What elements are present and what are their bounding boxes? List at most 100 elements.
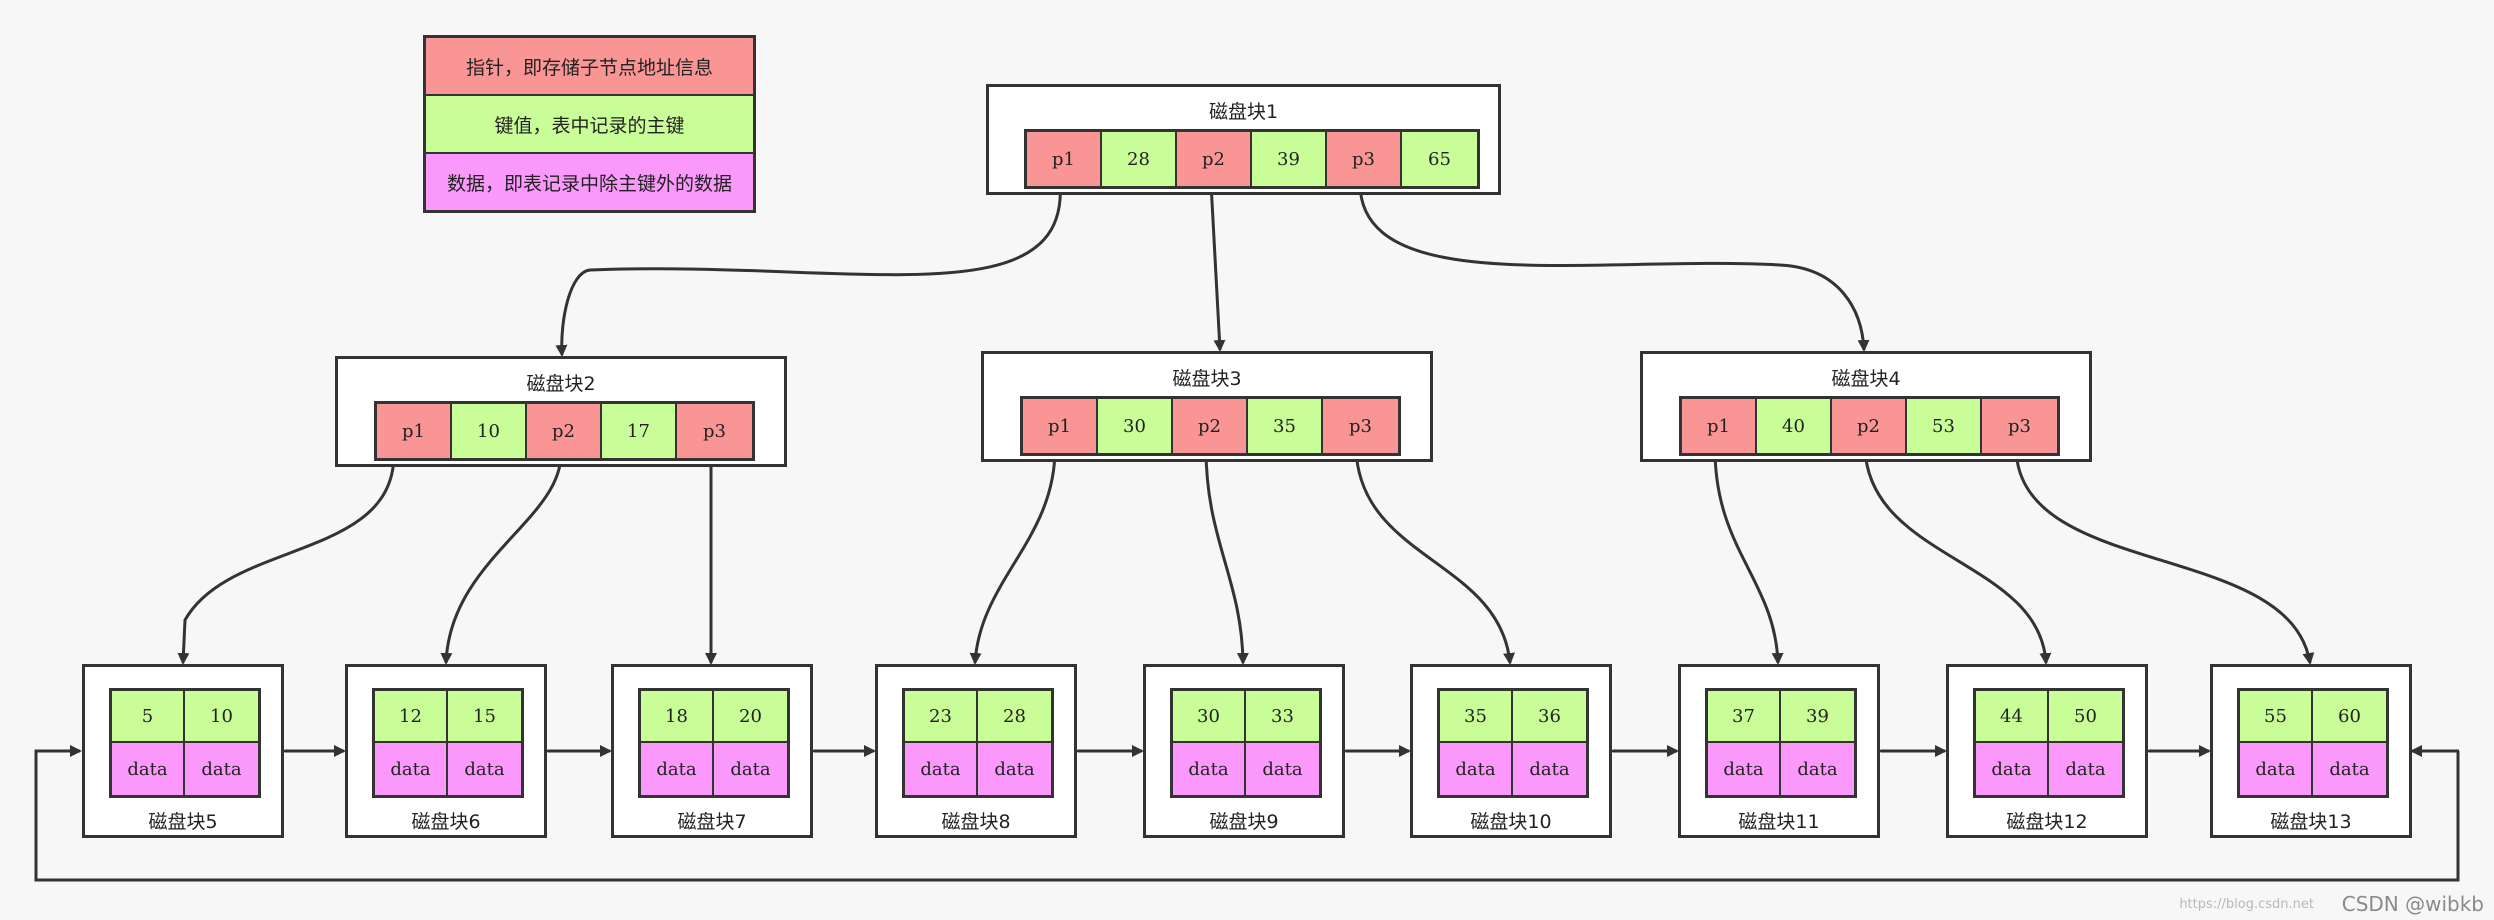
data-cell: data (448, 743, 521, 795)
pointer-cell: p1 (1682, 399, 1757, 453)
block-title: 磁盘块12 (2006, 811, 2088, 833)
key-cell: 33 (1246, 691, 1319, 743)
key-cell: 65 (1402, 132, 1477, 186)
block-title: 磁盘块6 (411, 811, 481, 833)
edge-b3-p3 (1354, 448, 1515, 665)
key-cell: 60 (2313, 691, 2386, 743)
block-title: 磁盘块4 (1831, 368, 1901, 390)
data-cell: data (1173, 743, 1246, 795)
block-title: 磁盘块3 (1172, 368, 1242, 390)
block-title: 磁盘块1 (1208, 101, 1279, 123)
data-cell: data (375, 743, 448, 795)
edge-b3-p1 (969, 448, 1057, 665)
data-cell: data (1513, 743, 1586, 795)
data-cell: data (905, 743, 978, 795)
key-cell: 30 (1173, 691, 1246, 743)
pointer-cell: p3 (1323, 399, 1398, 453)
key-cell: 30 (1098, 399, 1173, 453)
key-cell: 17 (602, 404, 677, 458)
pointer-cell: p1 (1027, 132, 1102, 186)
edge-b4-p1 (1713, 448, 1784, 665)
pointer-cell: p3 (1982, 399, 2057, 453)
key-cell: 15 (448, 691, 521, 743)
edge-b3-p2 (1204, 448, 1249, 665)
key-cell: 40 (1757, 399, 1832, 453)
block-title: 磁盘块13 (2270, 811, 2352, 833)
pointer-cell: p3 (677, 404, 752, 458)
key-cell: 44 (1976, 691, 2049, 743)
key-cell: 50 (2049, 691, 2122, 743)
data-cell: data (1781, 743, 1854, 795)
key-cell: 28 (978, 691, 1051, 743)
key-cell: 20 (714, 691, 787, 743)
data-cell: data (1440, 743, 1513, 795)
edge-root-p3 (1358, 182, 1870, 352)
data-cell: data (1976, 743, 2049, 795)
key-cell: 36 (1513, 691, 1586, 743)
data-cell: data (978, 743, 1051, 795)
data-cell: data (1708, 743, 1781, 795)
key-cell: 53 (1907, 399, 1982, 453)
data-cell: data (2240, 743, 2313, 795)
block-title: 磁盘块10 (1470, 811, 1552, 833)
data-cell: data (185, 743, 258, 795)
block-title: 磁盘块2 (526, 373, 596, 395)
block-title: 磁盘块8 (941, 811, 1011, 833)
key-cell: 23 (905, 691, 978, 743)
pointer-cell: p1 (377, 404, 452, 458)
pointer-cell: p2 (1177, 132, 1252, 186)
legend-key: 键值，表中记录的主键 (426, 96, 753, 154)
watermark-url: https://blog.csdn.net (2179, 897, 2314, 912)
block-title: 磁盘块5 (148, 811, 218, 833)
edge-b2-p2 (440, 453, 563, 665)
data-cell: data (714, 743, 787, 795)
data-cell: data (112, 743, 185, 795)
watermark: CSDN @wibkb (2341, 892, 2484, 916)
key-cell: 10 (185, 691, 258, 743)
edge-b4-p2 (1863, 448, 2052, 665)
edge-root-p1 (555, 182, 1062, 357)
block-title: 磁盘块7 (677, 811, 747, 833)
key-cell: 18 (641, 691, 714, 743)
block-title: 磁盘块9 (1209, 811, 1279, 833)
legend-pointer: 指针，即存储子节点地址信息 (426, 38, 753, 96)
key-cell: 35 (1248, 399, 1323, 453)
pointer-cell: p2 (527, 404, 602, 458)
data-cell: data (641, 743, 714, 795)
edge-root-p2 (1209, 182, 1226, 352)
key-cell: 55 (2240, 691, 2313, 743)
data-cell: data (2049, 743, 2122, 795)
key-cell: 28 (1102, 132, 1177, 186)
edge-b4-p3 (2014, 448, 2315, 665)
data-cell: data (2313, 743, 2386, 795)
edge-wrap-link (34, 745, 2460, 882)
pointer-cell: p2 (1832, 399, 1907, 453)
data-cell: data (1246, 743, 1319, 795)
key-cell: 39 (1252, 132, 1327, 186)
block-title: 磁盘块11 (1738, 811, 1820, 833)
legend-data: 数据，即表记录中除主键外的数据 (426, 154, 753, 210)
